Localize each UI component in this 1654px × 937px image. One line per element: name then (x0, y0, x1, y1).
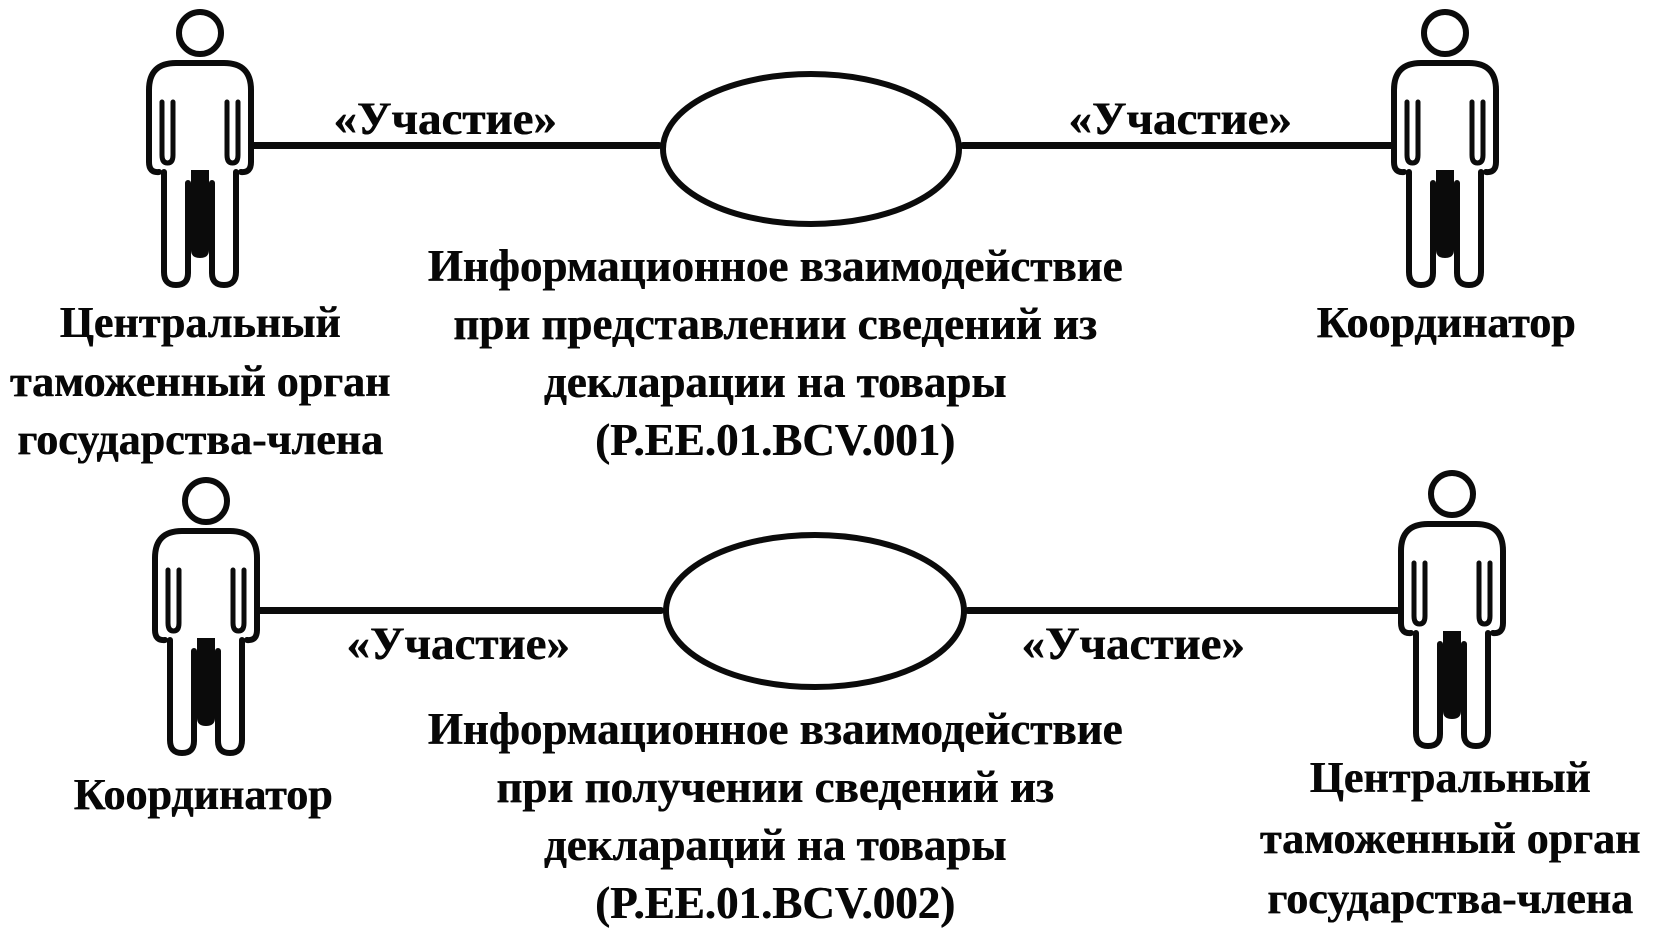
association-stereotype-top-left: «Участие» (333, 93, 557, 145)
actor-label-line: Центральный (59, 298, 341, 347)
use-case-label-line: Информационное взаимодействие (427, 241, 1123, 291)
actor-label-central-customs-bottom: Центральный таможенный орган государства… (1242, 748, 1654, 930)
actor-label-line: таможенный орган (9, 356, 391, 406)
association-stereotype-bottom-right: «Участие» (1021, 618, 1245, 670)
use-case-label-line: (P.EE.01.BCV.002) (594, 878, 956, 928)
actor-label-coordinator-top: Координатор (1238, 294, 1654, 353)
actor-figure-central-customs-top (142, 6, 258, 288)
actor-label-line: государства-члена (17, 415, 383, 464)
use-case-label-bottom: Информационное взаимодействие при получе… (425, 700, 1125, 932)
actor-figure-coordinator-top (1387, 6, 1503, 288)
actor-label-coordinator-bottom: Координатор (0, 766, 411, 825)
actor-label-line: Координатор (1316, 298, 1576, 347)
actor-label-line: государства-члена (1267, 874, 1633, 923)
actor-figure-coordinator-bottom (148, 474, 264, 756)
actor-icon (142, 6, 258, 288)
association-stereotype-top-right: «Участие» (1068, 93, 1292, 145)
use-case-label-line: деклараций на товары (543, 820, 1007, 870)
association-line-bottom-right (965, 607, 1400, 614)
use-case-label-line: при получении сведений из (496, 762, 1054, 812)
actor-label-line: таможенный орган (1259, 813, 1641, 863)
actor-label-line: Координатор (73, 770, 333, 819)
actor-label-central-customs-top: Центральный таможенный орган государства… (0, 294, 408, 470)
actor-icon (1394, 467, 1510, 749)
association-line-top-right (960, 142, 1394, 149)
actor-icon (148, 474, 264, 756)
actor-label-line: Центральный (1309, 753, 1591, 802)
use-case-label-line: (P.EE.01.BCV.001) (594, 415, 956, 465)
use-case-ellipse-bottom (663, 532, 967, 690)
association-line-bottom-left (256, 607, 664, 614)
actor-figure-central-customs-bottom (1394, 467, 1510, 749)
use-case-label-top: Информационное взаимодействие при предст… (425, 237, 1125, 469)
use-case-label-line: декларации на товары (543, 357, 1007, 407)
association-line-top-left (248, 142, 662, 149)
actor-icon (1387, 6, 1503, 288)
association-stereotype-bottom-left: «Участие» (346, 618, 570, 670)
use-case-label-line: Информационное взаимодействие (427, 704, 1123, 754)
use-case-ellipse-top (660, 71, 962, 227)
use-case-label-line: при представлении сведений из (453, 299, 1097, 349)
